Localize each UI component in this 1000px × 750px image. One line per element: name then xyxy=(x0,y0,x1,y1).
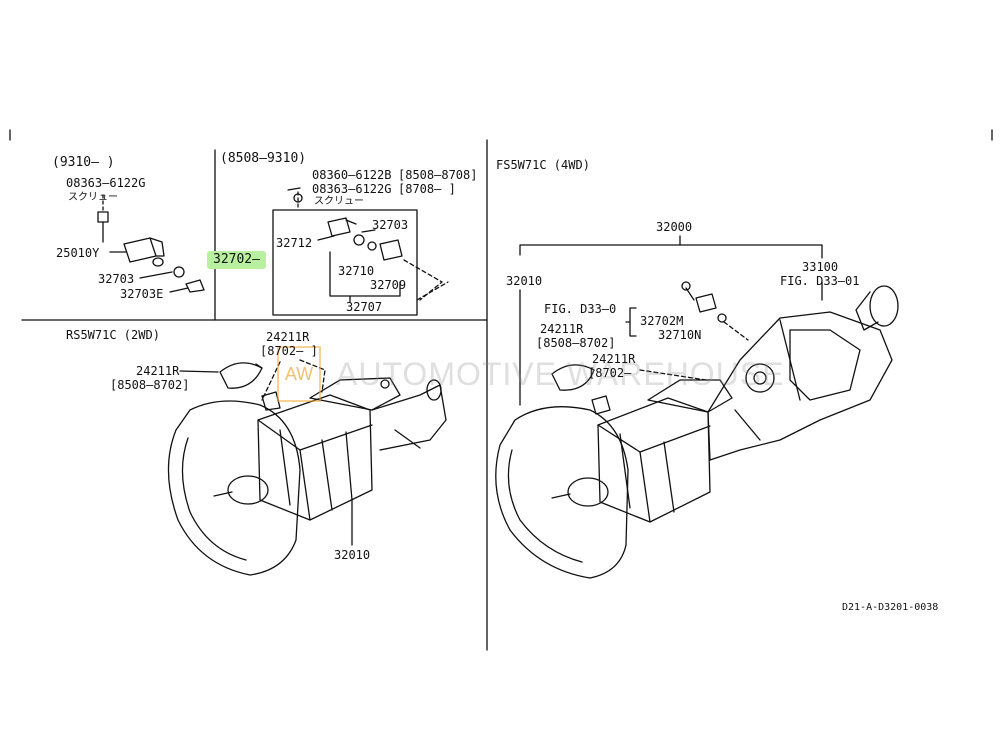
tm-screw-jp: スクリュー xyxy=(314,196,364,207)
tl-screw-part: 08363–6122G xyxy=(66,176,146,190)
r-seal-b: 24211R xyxy=(592,352,636,366)
tm-bolt1-range: [8508–8708] xyxy=(398,168,478,182)
tm-p-b: 32712 xyxy=(276,236,313,250)
transmission-4wd-drawing xyxy=(495,235,899,579)
r-seal-a: 24211R xyxy=(540,322,584,336)
r-speedo-m: 32702M xyxy=(640,314,684,328)
tl-screw-jp: スクリュー xyxy=(68,192,118,203)
r-trans-part: 32010 xyxy=(506,274,543,288)
tm-bolt2: 08363–6122G xyxy=(312,182,392,196)
tm-range: (8508–9310) xyxy=(220,151,307,166)
tm-p-a: 32703 xyxy=(372,218,409,232)
r-transfer-part: 33100 xyxy=(802,260,839,274)
tm-bolt2-range: [8708– ] xyxy=(398,182,456,196)
tm-p-d: 32709 xyxy=(370,278,407,292)
bl-trans-part: 32010 xyxy=(334,548,371,562)
bl-title: RS5W71C (2WD) xyxy=(66,328,160,342)
tl-p1: 32703 xyxy=(98,272,135,286)
bl-seal-b: 24211R xyxy=(136,364,180,378)
r-fig-ref-left: FIG. D33–0 xyxy=(544,302,617,316)
figure-reference: D21-A-D3201-0038 xyxy=(842,602,939,613)
highlighted-part-32702[interactable]: 32702— xyxy=(207,251,266,269)
transmission-2wd-drawing xyxy=(167,359,447,576)
tm-bolt1: 08360–6122B xyxy=(312,168,392,182)
r-fig-ref-top: FIG. D33–01 xyxy=(780,274,860,288)
speedo-pinion-drawing xyxy=(272,187,449,316)
tl-p2: 32703E xyxy=(120,287,164,301)
watermark-logo: AW xyxy=(277,346,321,402)
r-title: FS5W71C (4WD) xyxy=(496,158,590,172)
r-seal-b-range: [8702– xyxy=(588,366,632,380)
r-assembly: 32000 xyxy=(656,220,693,234)
tm-p-e: 32707 xyxy=(346,300,383,314)
watermark-text: AUTOMOTIVE WAREHOUSE xyxy=(336,356,785,392)
bl-seal-b-range: [8508–8702] xyxy=(110,378,190,392)
r-speedo-n: 32710N xyxy=(658,328,702,342)
bl-seal-a-range: [8702– ] xyxy=(260,344,318,358)
speed-sensor-drawing xyxy=(97,194,205,293)
tl-sensor-part: 25010Y xyxy=(56,246,100,260)
bl-seal-a: 24211R xyxy=(266,330,310,344)
tm-p-c: 32710 xyxy=(338,264,375,278)
r-seal-a-range: [8508–8702] xyxy=(536,336,616,350)
tl-range: (9310– ) xyxy=(52,155,115,170)
